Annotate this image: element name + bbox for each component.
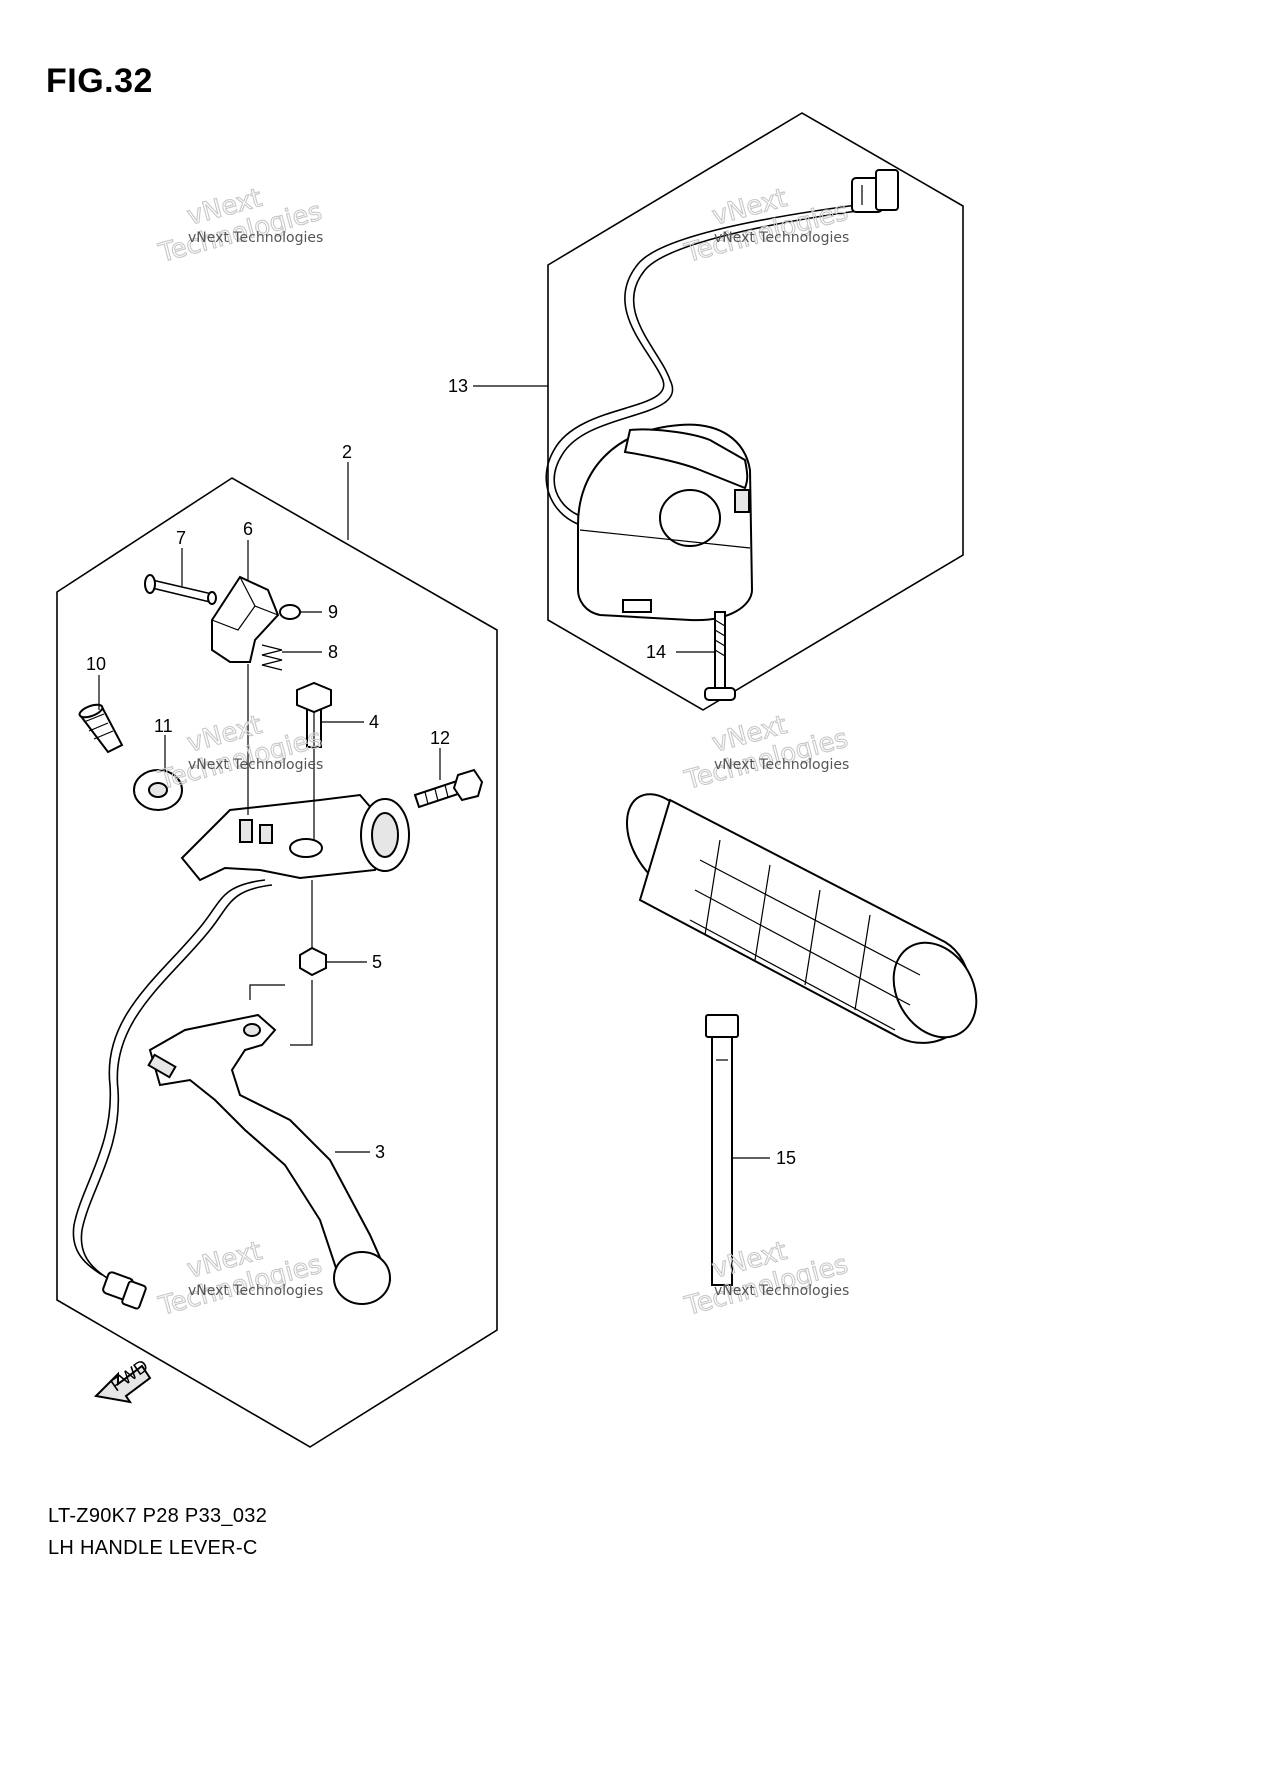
callout-5: 5 [372, 952, 382, 972]
callout-7: 7 [176, 528, 186, 548]
callout-8: 8 [328, 642, 338, 662]
figure-title: FIG.32 [46, 62, 153, 100]
callout-11: 11 [154, 716, 173, 736]
callout-3: 3 [375, 1142, 385, 1162]
callout-4: 4 [369, 712, 379, 732]
clutch-lever-3[interactable] [147, 1013, 392, 1305]
callout-9: 9 [328, 602, 338, 622]
model-code-caption: LT-Z90K7 P28 P33_032 [48, 1505, 268, 1527]
svg-text:vNext Technologies: vNext Technologies [188, 1283, 323, 1299]
group-box-13 [547, 112, 964, 711]
assembly-guide-lines [247, 664, 315, 1046]
callout-labels: 13 2 7 6 9 8 10 4 11 12 5 3 14 15 [86, 376, 796, 1168]
watermark-5: vNext Technologies vNext Technologies [155, 1236, 326, 1323]
watermark-2: vNext Technologies vNext Technologies [681, 183, 852, 270]
svg-text:vNext Technologies: vNext Technologies [714, 230, 849, 246]
pin-7[interactable] [144, 574, 217, 605]
callout-15: 15 [776, 1148, 796, 1168]
cable-tie-15[interactable] [705, 1014, 739, 1286]
svg-text:vNext Technologies: vNext Technologies [188, 230, 323, 246]
locknut-11[interactable] [133, 769, 183, 811]
nut-5[interactable] [299, 946, 327, 977]
handle-grip[interactable] [611, 781, 993, 1052]
screw-14[interactable] [704, 611, 736, 701]
svg-text:vNext Technologies: vNext Technologies [714, 757, 849, 773]
svg-text:vNext Technologies: vNext Technologies [714, 1283, 849, 1299]
watermark-6: vNext Technologies vNext Technologies [681, 1236, 852, 1323]
watermark-4: vNext Technologies vNext Technologies [681, 710, 852, 797]
callout-13: 13 [448, 376, 468, 396]
callout-10: 10 [86, 654, 106, 674]
bolt-12[interactable] [413, 768, 484, 809]
part-name-caption: LH HANDLE LEVER-C [48, 1537, 258, 1559]
group-box-2 [56, 477, 498, 1448]
callout-14: 14 [646, 642, 666, 662]
spring-8[interactable] [261, 644, 283, 671]
bracket-6[interactable] [211, 575, 280, 663]
watermarks: vNext Technologies vNext Technologies vN… [155, 183, 852, 1323]
leader-lines [98, 385, 770, 1159]
fwd-direction-arrow: FWD [93, 1355, 152, 1404]
callout-2: 2 [342, 442, 352, 462]
adjuster-10[interactable] [78, 702, 124, 754]
callout-6: 6 [243, 519, 253, 539]
watermark-1: vNext Technologies vNext Technologies [155, 183, 326, 270]
clip-9[interactable] [279, 604, 301, 620]
switch-housing-13[interactable] [545, 169, 899, 622]
callout-12: 12 [430, 728, 450, 748]
lever-bracket[interactable] [180, 793, 410, 882]
lever-switch-cable[interactable] [72, 879, 273, 1310]
svg-text:vNext Technologies: vNext Technologies [188, 757, 323, 773]
watermark-3: vNext Technologies vNext Technologies [155, 710, 326, 797]
